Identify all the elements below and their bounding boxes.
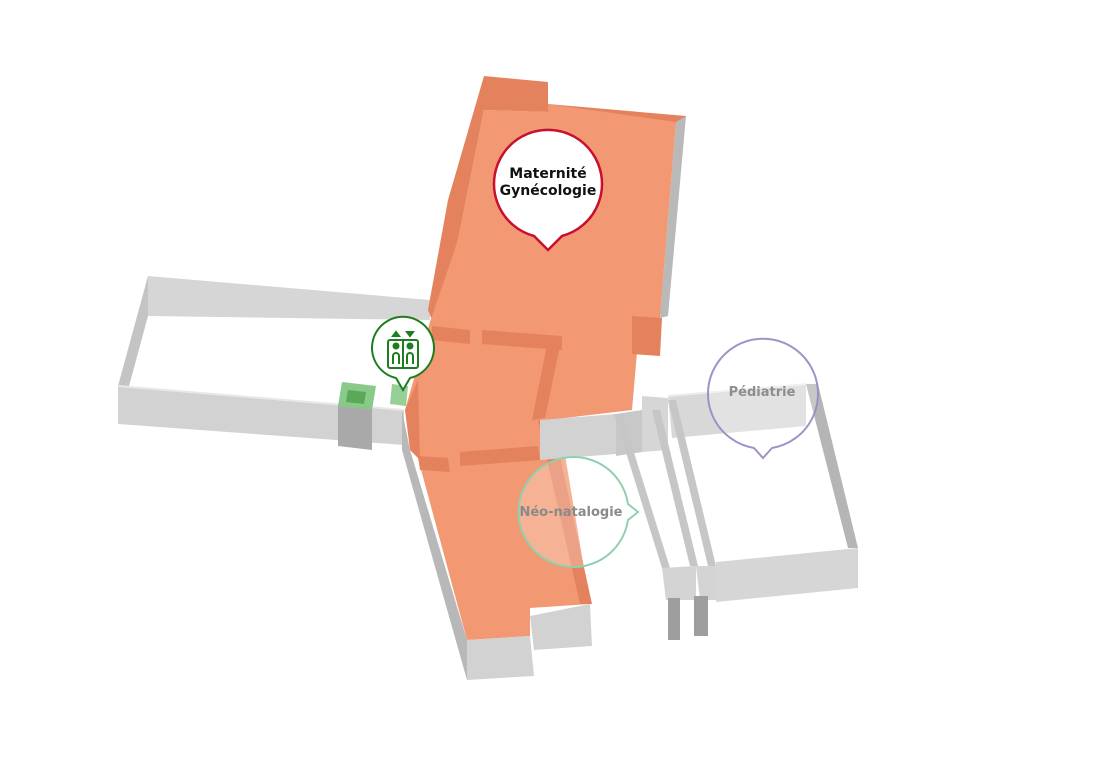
pin-maternite-label-2: Gynécologie: [500, 183, 597, 199]
left-wing[interactable]: [117, 276, 430, 445]
pin-neonatalogie-label: Néo-natalogie: [519, 505, 622, 520]
pin-pediatrie-label: Pédiatrie: [729, 385, 796, 400]
maternite-area[interactable]: [402, 76, 686, 680]
pin-pediatrie[interactable]: Pédiatrie: [707, 337, 819, 460]
pin-elevator[interactable]: [371, 315, 435, 392]
pin-neonatalogie[interactable]: Néo-natalogie: [517, 456, 640, 568]
pin-maternite-label-1: Maternité: [509, 166, 586, 182]
right-wing[interactable]: [540, 383, 858, 640]
elevator-icon: [387, 330, 419, 369]
pin-maternite[interactable]: Maternité Gynécologie: [492, 128, 604, 252]
